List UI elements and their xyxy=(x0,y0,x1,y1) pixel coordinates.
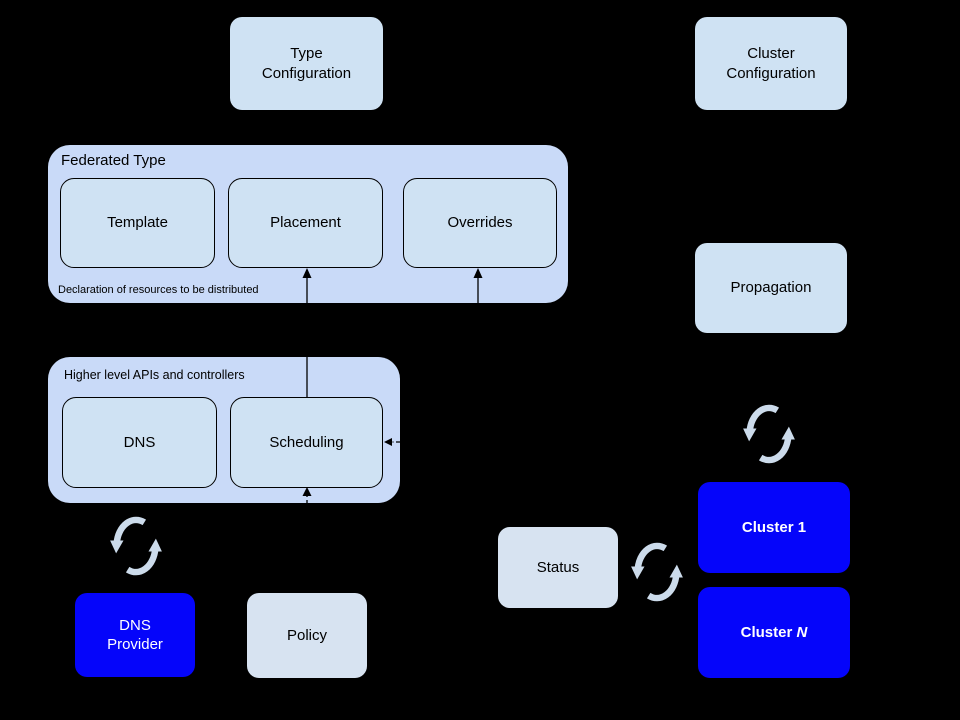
node-policy: Policy xyxy=(247,593,367,678)
node-overrides: Overrides xyxy=(403,178,557,268)
node-scheduling: Scheduling xyxy=(230,397,383,488)
node-type-configuration: Type Configuration xyxy=(230,17,383,110)
node-dns: DNS xyxy=(62,397,217,488)
node-template: Template xyxy=(60,178,215,268)
sync-icon xyxy=(741,397,797,471)
node-cluster-configuration: Cluster Configuration xyxy=(695,17,847,110)
node-cluster-1: Cluster 1 xyxy=(698,482,850,573)
sync-icon xyxy=(108,509,164,583)
group-higher-level-label: Higher level APIs and controllers xyxy=(64,368,245,382)
group-federated-type-label: Federated Type xyxy=(61,152,166,169)
node-dns-provider: DNS Provider xyxy=(75,593,195,677)
node-status: Status xyxy=(498,527,618,608)
group-higher-level-apis: Higher level APIs and controllers DNS Sc… xyxy=(48,357,400,503)
group-federated-type-caption: Declaration of resources to be distribut… xyxy=(58,284,259,296)
group-federated-type: Federated Type Template Placement Overri… xyxy=(48,145,568,303)
node-placement: Placement xyxy=(228,178,383,268)
node-propagation: Propagation xyxy=(695,243,847,333)
sync-icon xyxy=(629,535,685,609)
